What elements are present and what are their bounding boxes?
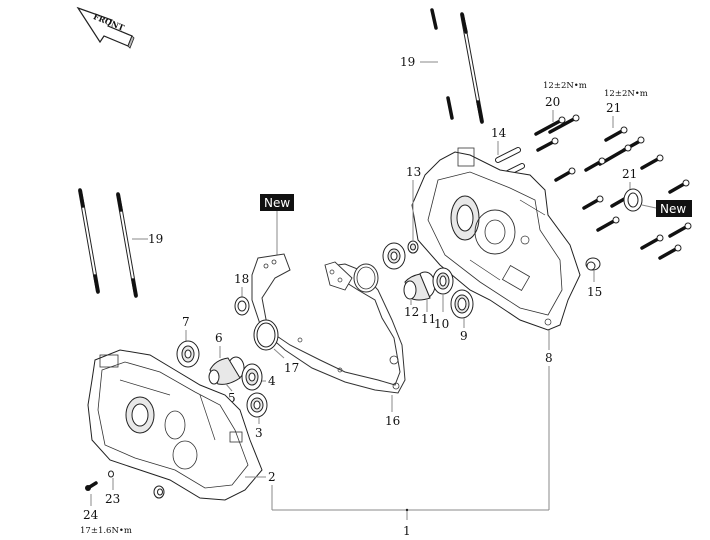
- right-crankcase-8: [411, 147, 581, 331]
- front-arrow-icon: FRONT: [76, 6, 135, 49]
- callout-12: 12: [404, 305, 419, 319]
- bearing-3: [246, 392, 268, 418]
- seal-ring: [353, 263, 379, 293]
- bolt-group-20: [534, 114, 580, 152]
- callout-15: 15: [587, 285, 602, 299]
- plug-15: [585, 257, 601, 271]
- callout-20: 20: [545, 95, 560, 109]
- washer-18: [234, 296, 250, 316]
- callout-16: 16: [385, 414, 400, 428]
- torque-spec-24: 17±1.6N•m: [80, 526, 132, 536]
- new-badge-gasket: [260, 194, 294, 211]
- callout-4: 4: [268, 374, 276, 388]
- washer-23: [108, 470, 114, 478]
- callout-7: 7: [182, 315, 190, 329]
- callout-5: 5: [228, 391, 236, 405]
- callout-9: 9: [460, 329, 468, 343]
- callout-19-left: 19: [148, 232, 163, 246]
- bearing-4: [241, 363, 263, 391]
- bearing-near-12: [382, 242, 406, 270]
- callout-11: 11: [421, 312, 436, 326]
- callout-19-top: 19: [400, 55, 415, 69]
- bearing-9: [450, 289, 474, 319]
- callout-3: 3: [255, 426, 263, 440]
- new-badge-gasket-text: New: [264, 196, 290, 210]
- callout-1: 1: [403, 524, 411, 538]
- new-badge-22: [656, 200, 692, 217]
- callout-23: 23: [105, 492, 120, 506]
- callout-17: 17: [284, 361, 299, 375]
- callout-2: 2: [268, 470, 276, 484]
- bolt-24: [85, 481, 98, 491]
- callout-6: 6: [215, 331, 223, 345]
- oil-seal-22: [623, 188, 643, 212]
- callout-18: 18: [234, 272, 249, 286]
- bearing-7: [176, 340, 200, 368]
- callout-22: 21: [622, 167, 637, 181]
- left-crankcase-2: [87, 349, 263, 501]
- callout-10: 10: [434, 317, 449, 331]
- torque-spec-21: 12±2N•m: [604, 89, 648, 99]
- callout-24: 24: [83, 508, 99, 522]
- bushing-6: [208, 356, 245, 385]
- bushing-11-12: [403, 271, 436, 301]
- small-seal: [153, 485, 165, 499]
- stud-19-left-pair: [78, 188, 138, 298]
- bearing-10: [432, 267, 454, 295]
- new-badge-22-text: New: [660, 202, 686, 216]
- callout-21: 21: [606, 101, 621, 115]
- torque-spec-20: 12±2N•m: [543, 81, 587, 91]
- stud-19-right-pair: [430, 8, 484, 124]
- callout-13: 13: [406, 165, 421, 179]
- oil-seal-13: [407, 240, 419, 254]
- gasket-plate: [324, 261, 353, 291]
- callout-14: 14: [491, 126, 507, 140]
- shim-17: [253, 319, 279, 351]
- bolt-group-21: [554, 126, 692, 260]
- callout-8: 8: [545, 351, 553, 365]
